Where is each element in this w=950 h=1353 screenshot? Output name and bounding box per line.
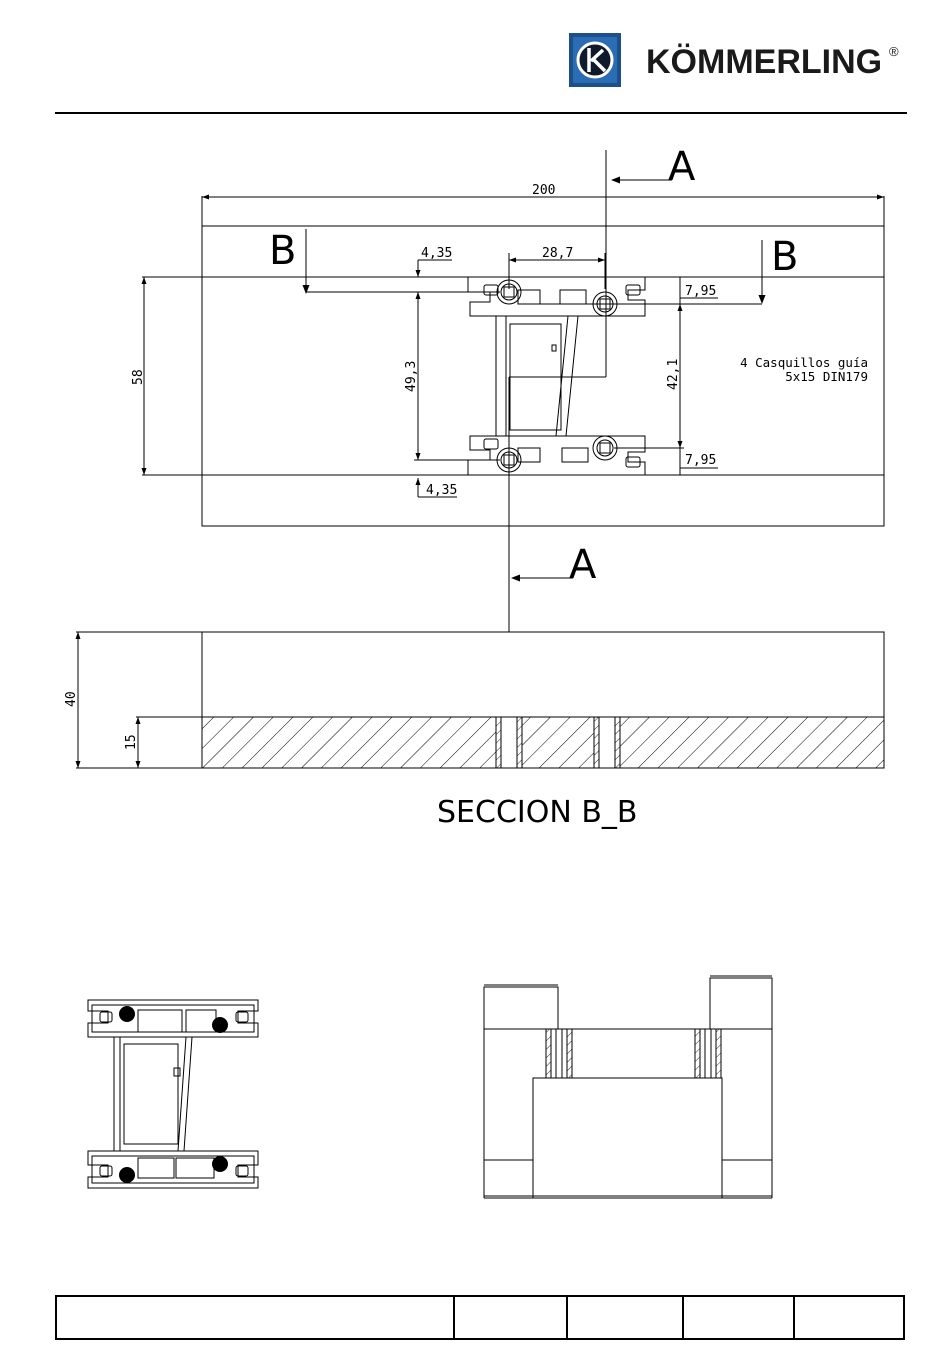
dim-label-200: 200 xyxy=(532,183,555,198)
dim-label-58: 58 xyxy=(131,369,146,385)
section-marker-a-top: A xyxy=(668,144,696,190)
dim-label-40: 40 xyxy=(64,691,79,707)
dim-label-4-35-top: 4,35 xyxy=(421,246,452,261)
bushing-detail xyxy=(484,976,772,1198)
section-marker-a-bottom: A xyxy=(569,542,597,588)
kommerling-logo-icon xyxy=(569,33,621,87)
profile-section-plan xyxy=(468,277,645,475)
registered-mark: ® xyxy=(889,44,899,59)
dim-label-15: 15 xyxy=(124,734,139,750)
section-title: SECCION B_B xyxy=(437,795,638,830)
plan-view xyxy=(142,150,885,632)
profile-detail xyxy=(88,1000,258,1188)
header: KÖMMERLING ® xyxy=(55,33,907,113)
section-marker-b-left: B xyxy=(269,228,296,274)
section-marker-b-right: B xyxy=(771,234,798,280)
section-b-b-view xyxy=(76,632,885,768)
dim-label-28-7: 28,7 xyxy=(542,246,573,261)
bushing-note-line1: 4 Casquillos guía xyxy=(740,355,868,370)
brand-name: KÖMMERLING xyxy=(646,43,882,81)
dim-label-7-95-bottom: 7,95 xyxy=(685,453,716,468)
dim-label-4-35-bottom: 4,35 xyxy=(426,483,457,498)
dim-label-7-95-top: 7,95 xyxy=(685,284,716,299)
dim-label-42-1: 42,1 xyxy=(666,359,681,390)
dim-label-49-3: 49,3 xyxy=(404,361,419,392)
title-block xyxy=(56,1296,904,1339)
bushing-note-line2: 5x15 DIN179 xyxy=(785,369,868,384)
